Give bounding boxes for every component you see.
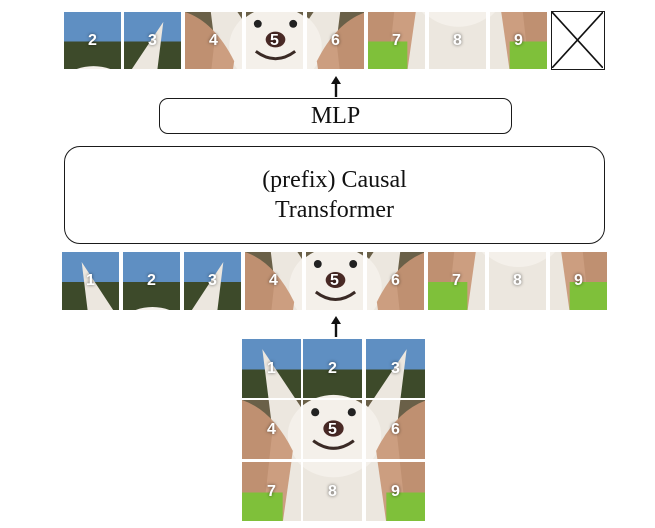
patch-number: 5 [330,272,339,289]
patch-number: 5 [270,31,279,49]
image-patch: 8 [488,251,547,311]
image-patch: 5 [305,251,364,311]
patch-number: 6 [331,31,340,49]
patch-number: 4 [267,420,276,438]
patch-number: 2 [328,359,337,377]
transformer-label: (prefix) Causal Transformer [262,165,407,225]
image-patch: 2 [302,338,363,399]
image-patch: 1 [241,338,302,399]
patch-number: 3 [208,272,217,289]
image-patch: 3 [365,338,426,399]
patch-number: 1 [267,359,276,377]
patch-number: 7 [267,482,276,500]
image-patch: 5 [302,399,363,460]
image-patch: 7 [427,251,486,311]
end-token-box [551,11,605,70]
image-patch: 4 [244,251,303,311]
image-patch: 3 [183,251,242,311]
arrow-up-icon [331,316,341,337]
patch-number: 5 [328,420,337,438]
patch-number: 9 [391,482,400,500]
patch-number: 4 [269,272,278,289]
patch-number: 9 [574,272,583,289]
patch-number: 2 [147,272,156,289]
image-patch: 9 [365,461,426,522]
image-patch: 2 [122,251,181,311]
image-patch: 7 [241,461,302,522]
patch-number: 3 [391,359,400,377]
patch-number: 9 [514,31,523,49]
patch-number: 6 [391,420,400,438]
patch-number: 8 [328,482,337,500]
transformer-box: (prefix) Causal Transformer [64,146,605,244]
image-patch: 2 [63,11,122,70]
image-patch: 7 [367,11,426,70]
image-patch: 8 [428,11,487,70]
patch-number: 8 [513,272,522,289]
image-patch: 9 [489,11,548,70]
image-patch: 6 [306,11,365,70]
image-patch: 8 [302,461,363,522]
patch-number: 2 [88,31,97,49]
arrow-up-icon [331,76,341,97]
image-patch: 3 [123,11,182,70]
image-patch: 1 [61,251,120,311]
image-patch: 4 [184,11,243,70]
image-patch: 6 [366,251,425,311]
image-patch: 4 [241,399,302,460]
image-patch: 6 [365,399,426,460]
patch-number: 7 [452,272,461,289]
patch-number: 3 [148,31,157,49]
mlp-label: MLP [310,102,361,129]
image-patch: 9 [549,251,608,311]
mlp-box: MLP [159,98,512,134]
crossed-box-icon [552,12,603,68]
transformer-label-line2: Transformer [274,197,395,223]
patch-number: 8 [453,31,462,49]
patch-number: 4 [209,31,218,49]
image-patch: 5 [245,11,304,70]
transformer-label-line1: (prefix) Causal [262,167,407,193]
patch-number: 1 [86,272,95,289]
patch-number: 6 [391,272,400,289]
patch-number: 7 [392,31,401,49]
